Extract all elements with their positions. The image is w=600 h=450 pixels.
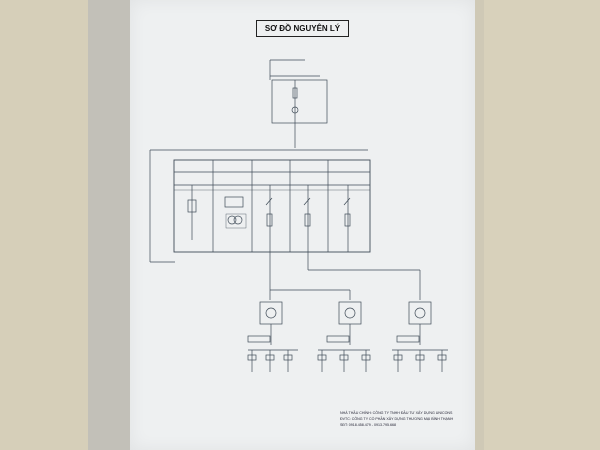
st3-cb-b bbox=[415, 354, 425, 361]
station-2-box bbox=[338, 301, 362, 325]
bay4-switch bbox=[303, 197, 311, 206]
st1-cb-c bbox=[283, 354, 293, 361]
st2-cb-b bbox=[339, 354, 349, 361]
footer-line-1: NHÀ THẦU CHÍNH: CÔNG TY TNHH ĐẦU TƯ XÂY … bbox=[340, 411, 453, 415]
st3-cb-a bbox=[393, 354, 403, 361]
bay4-fuse bbox=[304, 213, 311, 227]
st2-cb-a bbox=[317, 354, 327, 361]
footer-line-3: SĐT: 0918.458.479 - 0913.795.668 bbox=[340, 423, 396, 427]
wall-left bbox=[0, 0, 90, 450]
top-breaker bbox=[291, 106, 299, 114]
bay2-ct-1 bbox=[227, 215, 237, 225]
switchgear-cabinet bbox=[173, 159, 371, 253]
bay1-device bbox=[187, 199, 197, 213]
footer-line-2: ĐVTC: CÔNG TY CỔ PHẦN XÂY DỰNG THƯƠNG MẠ… bbox=[340, 417, 454, 421]
transformer-box bbox=[271, 79, 328, 124]
st3-breaker bbox=[396, 335, 420, 343]
bay2-ct-2 bbox=[233, 215, 243, 225]
bay2-box bbox=[225, 213, 247, 229]
wall-right bbox=[480, 0, 600, 450]
contractor-footer: NHÀ THẦU CHÍNH: CÔNG TY TNHH ĐẦU TƯ XÂY … bbox=[340, 410, 475, 428]
station-3-transformer bbox=[414, 307, 426, 319]
single-line-diagram bbox=[149, 59, 448, 372]
diagram-board: SƠ ĐỒ NGUYÊN LÝ bbox=[130, 0, 475, 450]
st1-cb-b bbox=[265, 354, 275, 361]
diagram-title-text: SƠ ĐỒ NGUYÊN LÝ bbox=[255, 20, 350, 37]
bay2-meter bbox=[224, 196, 244, 208]
st1-cb-a bbox=[247, 354, 257, 361]
bay5-fuse bbox=[344, 213, 351, 227]
bay5-switch bbox=[343, 197, 351, 206]
st2-breaker bbox=[326, 335, 350, 343]
st1-breaker bbox=[247, 335, 271, 343]
wall-edge bbox=[88, 0, 132, 450]
station-3-box bbox=[408, 301, 432, 325]
top-fuse bbox=[292, 87, 298, 99]
station-1-box bbox=[259, 301, 283, 325]
bay3-fuse bbox=[266, 213, 273, 227]
bay3-switch bbox=[265, 197, 273, 206]
st2-cb-c bbox=[361, 354, 371, 361]
st3-cb-c bbox=[437, 354, 447, 361]
station-1-transformer bbox=[265, 307, 277, 319]
diagram-title: SƠ ĐỒ NGUYÊN LÝ bbox=[130, 20, 475, 37]
station-2-transformer bbox=[344, 307, 356, 319]
